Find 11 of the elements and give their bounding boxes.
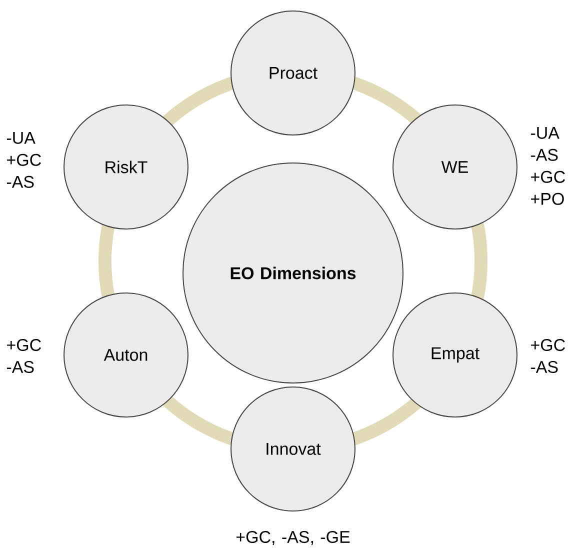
annotation: -UA +GC -AS bbox=[6, 132, 41, 188]
circle-node: Proact bbox=[230, 10, 356, 136]
circle-node: RiskT bbox=[64, 104, 188, 230]
annotation: +GC -AS bbox=[530, 338, 565, 373]
circle-node: WE bbox=[392, 104, 518, 230]
annotation: +GC, -AS, -GE bbox=[236, 530, 350, 545]
circle-node: Empat bbox=[392, 292, 518, 418]
circle-node: Innovat bbox=[230, 386, 356, 512]
circle-node: Auton bbox=[64, 292, 188, 418]
annotation: -UA -AS +GC +PO bbox=[530, 127, 565, 205]
annotation: +GC -AS bbox=[6, 338, 41, 373]
